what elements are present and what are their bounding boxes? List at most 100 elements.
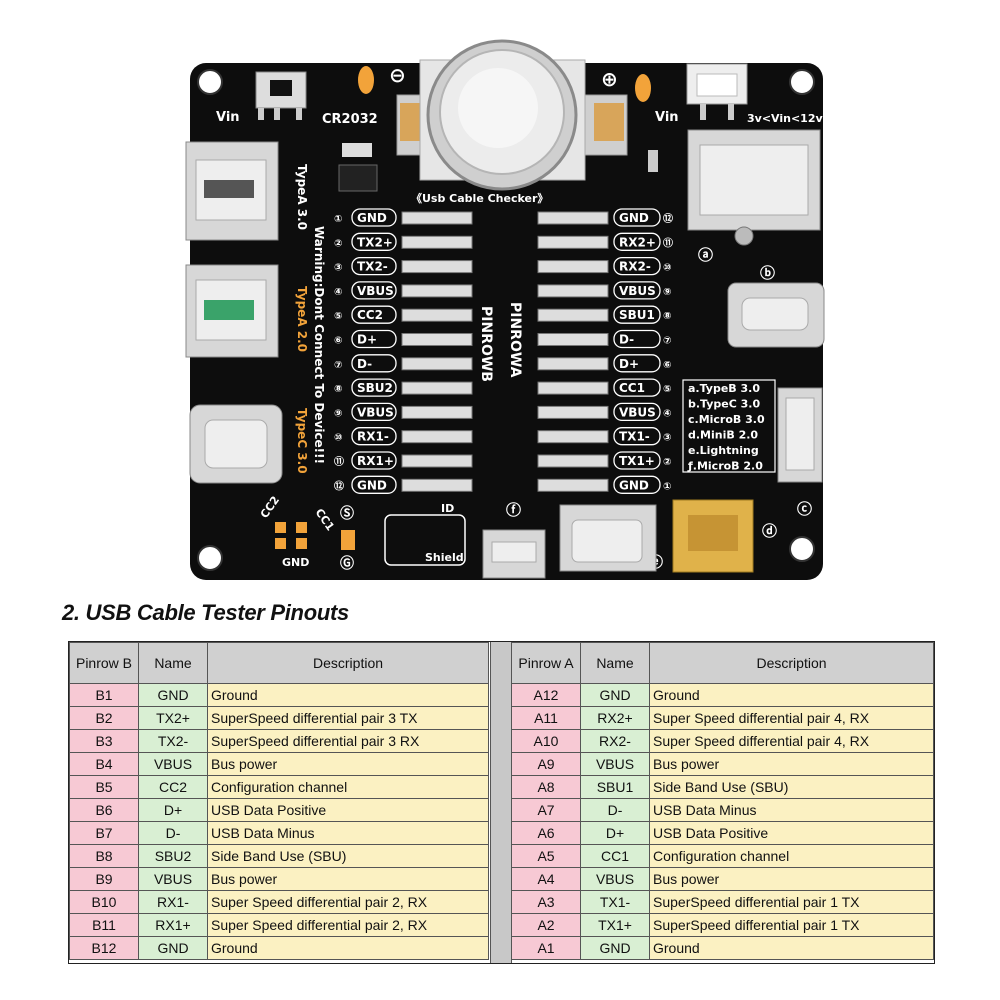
pin-label-box xyxy=(613,232,661,251)
name-cell: VBUS xyxy=(138,752,208,776)
warning-label: Warning:Dont Connect To Device!!! xyxy=(312,226,326,464)
port-mark-f: ⓕ xyxy=(506,501,521,519)
vin-right-label: Vin xyxy=(655,110,679,125)
description-cell: Configuration channel xyxy=(649,844,934,868)
pin-number: ⑦ xyxy=(334,360,342,371)
led-pair xyxy=(537,333,609,346)
id-shield-box xyxy=(384,514,466,566)
name-cell: D- xyxy=(138,821,208,845)
pin-cell: B8 xyxy=(69,844,139,868)
pin-cell: A11 xyxy=(511,706,581,730)
solder-pad xyxy=(341,530,355,550)
power-switch xyxy=(255,71,307,120)
led-pair xyxy=(401,235,473,249)
led-pair xyxy=(401,381,473,395)
board-pin-a: RX2+⑪ xyxy=(537,232,673,251)
led-pair xyxy=(401,454,473,468)
pin-number: ⑤ xyxy=(334,311,342,322)
typec-port-b xyxy=(727,282,825,348)
name-cell: D- xyxy=(580,798,650,822)
pin-label-box xyxy=(351,451,397,470)
typea-3-port xyxy=(185,141,279,241)
name-cell: RX2- xyxy=(580,729,650,753)
pin-cell: B1 xyxy=(69,683,139,707)
port-mark-a: ⓐ xyxy=(698,246,713,264)
description-cell: USB Data Minus xyxy=(649,798,934,822)
pin-number: ⑥ xyxy=(334,336,342,347)
pin-name: SBU1 xyxy=(619,308,655,322)
pin-cell: B6 xyxy=(69,798,139,822)
port-legend-box xyxy=(682,379,776,473)
pin-number: ⑦ xyxy=(663,336,671,347)
pin-number: ⑥ xyxy=(663,360,671,371)
section-title: 2. USB Cable Tester Pinouts xyxy=(62,600,349,625)
port-legend-item: d.MiniB 2.0 xyxy=(688,429,758,442)
description-cell: Bus power xyxy=(649,752,934,776)
pin-number: ⑨ xyxy=(334,408,342,419)
name-cell: VBUS xyxy=(580,867,650,891)
port-legend-item: ƒ.MicroB 2.0 xyxy=(687,460,763,473)
pin-number: ⑫ xyxy=(334,479,344,492)
name-cell: TX2+ xyxy=(138,706,208,730)
pin-label-box xyxy=(613,451,661,470)
pin-label-box xyxy=(351,354,397,373)
pin-number: ⑪ xyxy=(334,455,344,468)
pin-name: RX1- xyxy=(357,430,389,444)
pin-cell: B4 xyxy=(69,752,139,776)
header-name: Name xyxy=(138,642,208,684)
pin-name: GND xyxy=(357,211,387,225)
table-divider xyxy=(490,642,512,963)
led-pair xyxy=(401,284,473,298)
vin-left-label: Vin xyxy=(216,110,240,125)
description-cell: SuperSpeed differential pair 1 TX xyxy=(649,890,934,914)
description-cell: Super Speed differential pair 4, RX xyxy=(649,729,934,753)
s-mark: Ⓢ xyxy=(340,505,354,522)
plus-sign: ⊕ xyxy=(601,67,618,91)
pin-name: CC2 xyxy=(357,308,383,322)
name-cell: SBU1 xyxy=(580,775,650,799)
pin-label-box xyxy=(613,256,661,276)
minus-sign: ⊖ xyxy=(389,63,406,87)
description-cell: SuperSpeed differential pair 3 RX xyxy=(207,729,489,753)
pin-cell: B5 xyxy=(69,775,139,799)
solder-pad xyxy=(358,66,374,94)
microb2-port xyxy=(482,529,546,579)
pin-name: TX2+ xyxy=(357,235,393,249)
header-description: Description xyxy=(649,642,934,684)
description-cell: Side Band Use (SBU) xyxy=(207,844,489,868)
pin-label-box xyxy=(613,427,661,446)
pin-label-box xyxy=(613,475,661,494)
led-pair xyxy=(401,308,473,322)
pin-label-box xyxy=(351,305,397,324)
name-cell: GND xyxy=(580,683,650,707)
board-pin-b: ⑤ CC2 xyxy=(334,305,473,324)
port-mark-b: ⓑ xyxy=(760,264,775,282)
pin-number: ⑩ xyxy=(334,433,342,444)
description-cell: Bus power xyxy=(207,752,489,776)
pin-cell: B3 xyxy=(69,729,139,753)
led-pair xyxy=(537,405,609,419)
pin-cell: A2 xyxy=(511,913,581,937)
port-legend: a.TypeB 3.0b.TypeC 3.0c.MicroB 3.0d.Mini… xyxy=(682,379,776,473)
solder-pad xyxy=(635,74,651,102)
pin-cell: A10 xyxy=(511,729,581,753)
vin-connector xyxy=(686,63,748,120)
coin-cell-battery xyxy=(396,39,628,191)
name-cell: GND xyxy=(580,936,650,960)
pin-number: ④ xyxy=(334,287,342,298)
name-cell: TX1+ xyxy=(580,913,650,937)
typea3-label: TypeA 3.0 xyxy=(295,164,309,230)
